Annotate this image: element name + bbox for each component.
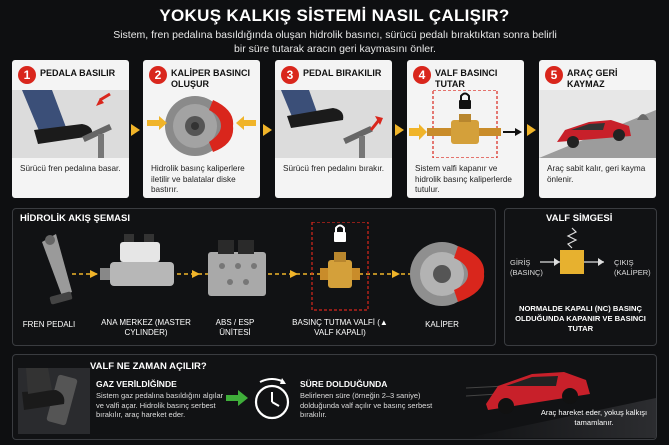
step-2-card: 2 KALİPER BASINCI OLUŞUR Hidrolik basınç… — [143, 60, 260, 198]
valve-note: NORMALDE KAPALI (NC) BASINÇ OLDUĞUNDA KA… — [515, 304, 646, 333]
caliper-disc-icon — [410, 242, 485, 306]
step-label: PEDAL BIRAKILIR — [303, 68, 382, 78]
step-description: Sürücü fren pedalına basar. — [20, 164, 121, 173]
step-label: VALF BASINCI TUTAR — [435, 68, 498, 89]
valve-output-label: ÇIKIŞ (KALİPER) — [614, 258, 651, 277]
car-on-hill-illustration — [539, 90, 656, 158]
foot-on-pedal-illustration — [12, 90, 129, 158]
step-description: Sürücü fren pedalını bırakır. — [283, 164, 385, 173]
timer-clock-icon — [254, 378, 290, 420]
step-number: 5 — [545, 66, 563, 84]
foot-released-illustration — [275, 90, 392, 158]
step-description: Araç sabit kalır, geri kayma önlenir. — [547, 164, 646, 184]
hydraulic-panel-title: HİDROLİK AKIŞ ŞEMASI — [20, 213, 130, 224]
result-text: Araç hareket eder, yokuş kalkışı tamamla… — [540, 408, 648, 427]
step-number: 1 — [18, 66, 36, 84]
step-label: KALİPER BASINCI OLUŞUR — [171, 68, 251, 89]
master-cylinder-label: ANA MERKEZ (MASTER CYLINDER) — [101, 318, 191, 337]
abs-esp-unit-icon — [208, 240, 266, 296]
green-arrow-icon — [226, 390, 248, 406]
gas-title: GAZ VERİLDİĞİNDE — [96, 379, 177, 389]
release-panel-title: VALF NE ZAMAN AÇILIR? — [90, 361, 207, 372]
page-title: YOKUŞ KALKIŞ SİSTEMİ NASIL ÇALIŞIR? — [159, 6, 510, 25]
step-label: ARAÇ GERİ KAYMAZ — [567, 68, 618, 89]
brake-disc-caliper-illustration — [147, 96, 256, 156]
timer-description: Belirlenen süre (örneğin 2–3 saniye) dol… — [300, 391, 433, 419]
step-description: Hidrolik basınç kaliperlere iletilir ve … — [151, 164, 245, 194]
pressure-hold-valve-icon — [311, 222, 369, 311]
page-subtitle: Sistem, fren pedalına basıldığında oluşa… — [113, 29, 557, 55]
valve-label: BASINÇ TUTMA VALFİ (▲ VALF KAPALI) — [292, 318, 388, 337]
gas-pedal-icon — [18, 368, 90, 434]
step-number: 3 — [281, 66, 299, 84]
timer-title: SÜRE DOLDUĞUNDA — [300, 379, 388, 389]
step-number: 2 — [149, 66, 167, 84]
arrow-right-icon — [131, 124, 140, 136]
hydraulic-flow-diagram — [42, 222, 485, 311]
step-description: Sistem valfi kapanır ve hidrolik basınç … — [415, 164, 512, 194]
gas-description: Sistem gaz pedalına basıldığını algılar … — [96, 391, 224, 419]
step-3-card: 3 PEDAL BIRAKILIR Sürücü fren pedalını b… — [275, 60, 392, 198]
arrow-right-icon — [527, 124, 536, 136]
abs-esp-label: ABS / ESP ÜNİTESİ — [215, 318, 255, 337]
car-driving-icon — [466, 372, 656, 438]
valve-symbol-panel — [504, 208, 657, 346]
closed-valve-illustration — [409, 90, 522, 158]
valve-symbol-title: VALF SİMGESİ — [546, 213, 613, 224]
caliper-label: KALİPER — [425, 320, 459, 329]
brake-pedal-label: FREN PEDALI — [22, 320, 76, 329]
arrow-right-icon — [395, 124, 404, 136]
valve-input-label: GİRİŞ (BASINÇ) — [510, 258, 543, 277]
valve-schematic-symbol — [540, 227, 604, 274]
step-4-card: 4 VALF BASINCI TUTAR Sistem valfi kapanı… — [407, 60, 524, 198]
step-label: PEDALA BASILIR — [40, 68, 116, 78]
brake-pedal-icon — [42, 234, 73, 305]
master-cylinder-icon — [100, 234, 174, 286]
arrow-right-icon — [263, 124, 272, 136]
step-number: 4 — [413, 66, 431, 84]
step-1-card: 1 PEDALA BASILIR Sürücü fren pedalına ba… — [12, 60, 129, 198]
step-5-card: 5 ARAÇ GERİ KAYMAZ Araç sabit kalır, ger… — [539, 60, 656, 198]
